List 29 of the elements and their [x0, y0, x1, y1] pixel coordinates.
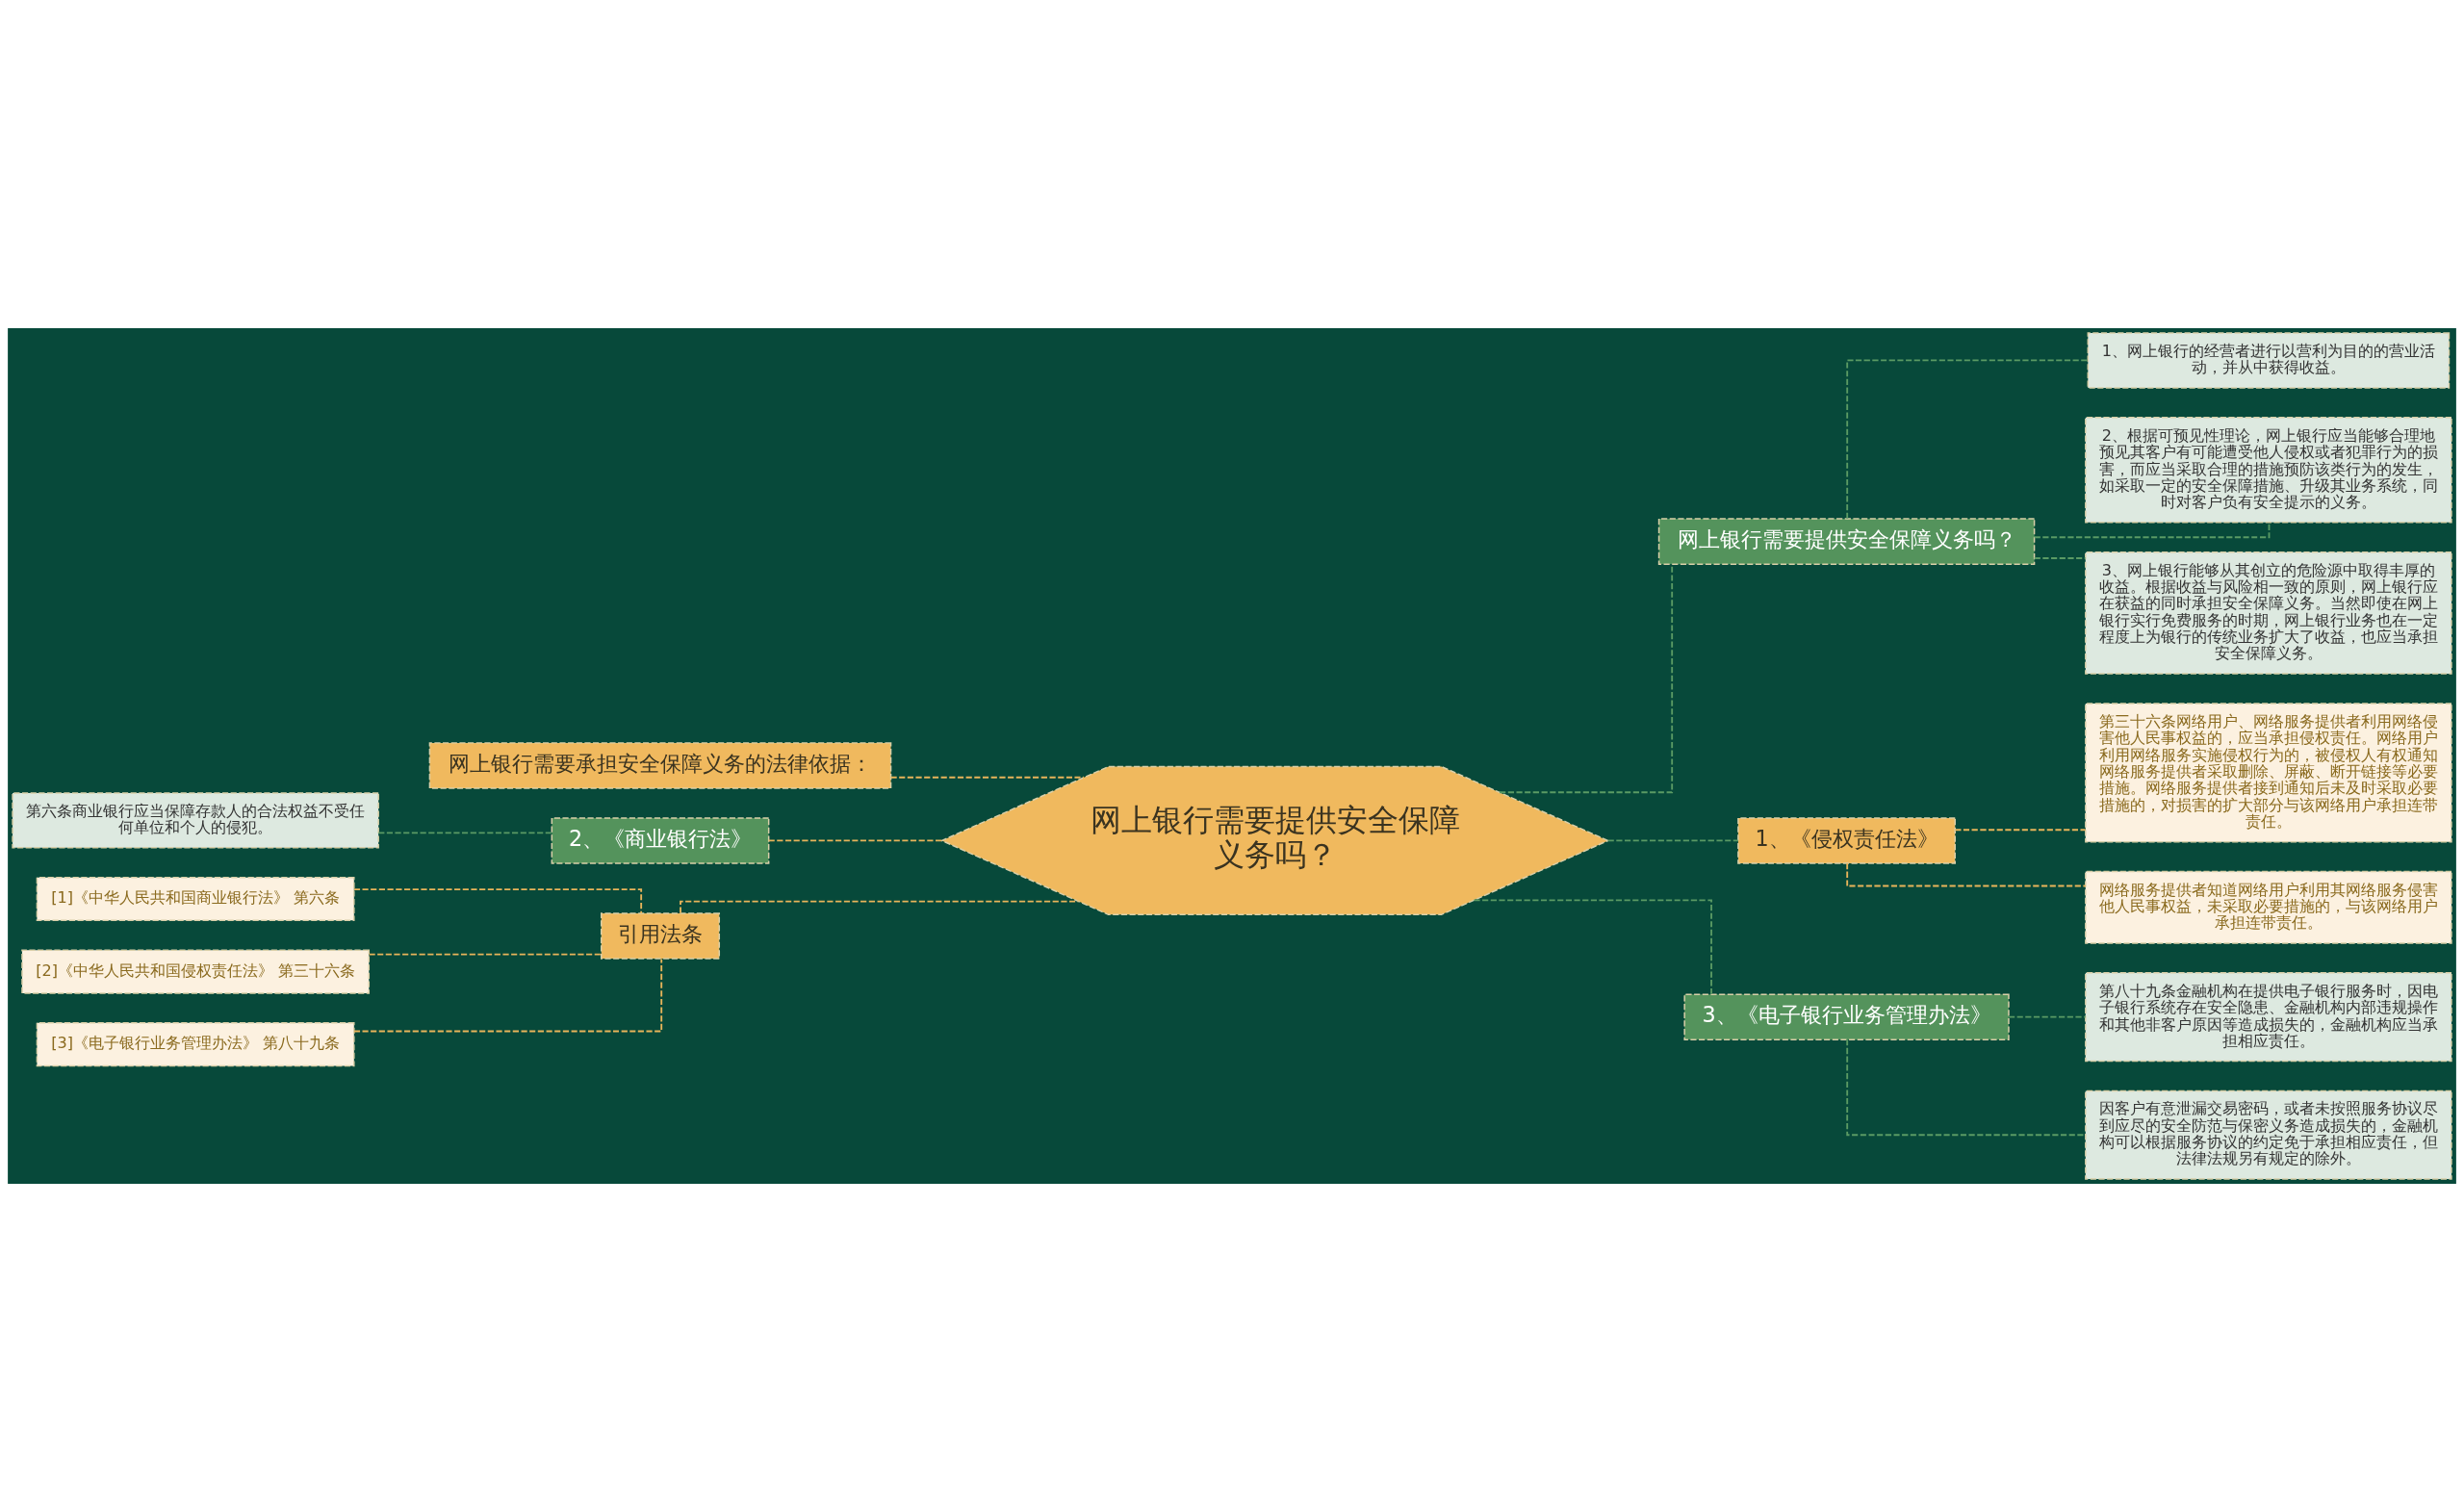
connector: [2008, 1015, 2087, 1018]
connector: [2033, 557, 2087, 559]
connector: [377, 832, 552, 834]
node-box: 1、《侵权责任法》: [1737, 817, 1956, 864]
node-box: [1]《中华人民共和国商业银行法》 第六条: [36, 877, 355, 922]
node-box: 2、《商业银行法》: [551, 817, 770, 864]
connector: [353, 958, 663, 1033]
connector: [1606, 839, 1739, 842]
node-box: 第三十六条网络用户、网络服务提供者利用网络侵害他人民事权益的，应当承担侵权责任。网络用户利用网络服务实施侵权行为的，被侵权人有权通知网络服务提供者采取删除、屏蔽、断开链接等必要措施。网络服务提供者接到通知后未及时采取必要措施的，对损害的扩大部分与该网络用户承担连带责任。: [2085, 703, 2452, 843]
connector: [889, 776, 1085, 779]
connector: [767, 839, 943, 842]
connector: [1846, 359, 2089, 520]
node-box: 网上银行需要承担安全保障义务的法律依据：: [428, 742, 892, 789]
connector: [1473, 899, 1712, 995]
node-box: 第八十九条金融机构在提供电子银行服务时，因电子银行系统存在安全隐患、金融机构内部违规操作和其他非客户原因等造成损失的，金融机构应当承担相应责任。: [2085, 972, 2452, 1063]
node-box: 因客户有意泄漏交易密码，或者未按照服务协议尽到应尽的安全防范与保密义务造成损失的，金融机构可以根据服务协议的约定免于承担相应责任，但法律法规另有规定的除外。: [2085, 1089, 2452, 1180]
connector: [353, 888, 643, 914]
node-box: 第六条商业银行应当保障存款人的合法权益不受任何单位和个人的侵犯。: [12, 792, 379, 849]
node-box: 3、《电子银行业务管理办法》: [1683, 993, 2010, 1040]
node-box: [3]《电子银行业务管理办法》 第八十九条: [36, 1022, 355, 1067]
node-box: 2、根据可预见性理论，网上银行应当能够合理地预见其客户有可能遭受他人侵权或者犯罪行为的损害，而应当采取合理的措施预防该类行为的发生，如采取一定的安全保障措施、升级其业务系统，同时对客户负有安全提示的义务。: [2085, 417, 2452, 524]
node-box: 1、网上银行的经营者进行以营利为目的的营业活动，并从中获得收益。: [2087, 332, 2451, 389]
node-box: 3、网上银行能够从其创立的危险源中取得丰厚的收益。根据收益与风险相一致的原则，网上银行应在获益的同时承担安全保障义务。当然即使在网上银行实行免费服务的时期，网上银行业务也在一定程度上为银行的传统业务扩大了收益，也应当承担安全保障义务。: [2085, 551, 2452, 675]
node-box: [2]《中华人民共和国侵权责任法》 第三十六条: [21, 949, 370, 994]
node-box: 网络服务提供者知道网络用户利用其网络服务侵害他人民事权益，未采取必要措施的，与该网络用户承担连带责任。: [2085, 870, 2452, 944]
node-box: 引用法条: [600, 912, 721, 960]
connector: [368, 953, 603, 956]
connector: [1954, 829, 2087, 832]
node-box: 网上银行需要提供安全保障义务吗？: [1657, 518, 2036, 565]
